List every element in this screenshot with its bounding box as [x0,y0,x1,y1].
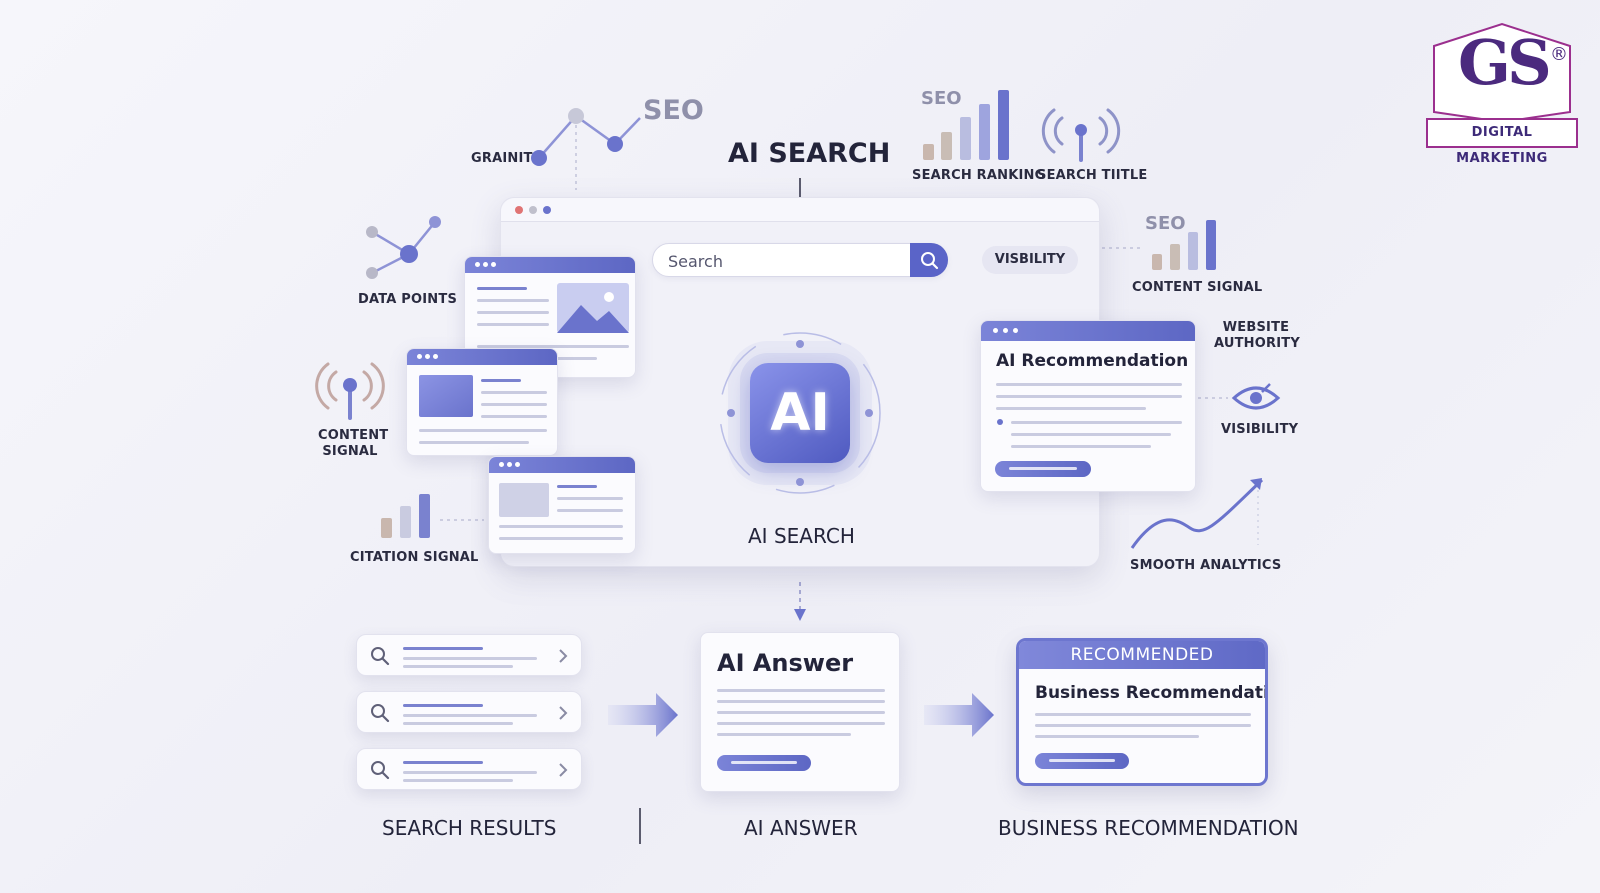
source-card-article [406,348,558,456]
business-recommendation-title: Business Recommendation [1035,683,1268,703]
ai-recommendation-title: AI Recommendation [996,351,1189,371]
seo-label-main: SEO [643,95,704,126]
chevron-right-icon [559,763,568,777]
search-ranking-label: SEARCH RANKING [912,168,1046,183]
smooth-analytics-label: SMOOTH ANALYTICS [1130,558,1282,573]
recommended-badge: RECOMMENDED [1019,641,1265,669]
content-signal-left-label: CONTENT SIGNAL [318,428,389,459]
seo-label-content: SEO [1145,213,1186,234]
search-result-item[interactable] [356,748,582,790]
visibility-right-label: VISIBILITY [1221,422,1299,437]
search-input[interactable]: Search [652,243,948,277]
search-button[interactable] [910,243,948,277]
logo-registered: ® [1550,44,1568,65]
article-thumbnail [419,375,473,417]
logo-tagline: DIGITAL MARKETING [1426,118,1578,166]
ai-chip-ring-icon [719,332,881,494]
search-ranking-bars-icon [923,90,1009,160]
search-result-item[interactable] [356,634,582,676]
business-recommendation-card: RECOMMENDED Business Recommendation [1016,638,1268,786]
gs-logo: GS ® DIGITAL MARKETING [1426,22,1578,166]
website-authority-label: WEBSITE AUTHORITY [1214,320,1300,351]
search-placeholder: Search [668,252,723,271]
ai-chip: AI [750,363,850,463]
citation-signal-label: CITATION SIGNAL [350,550,479,565]
data-points-graph-icon [366,216,441,279]
ai-search-caption: AI SEARCH [748,524,855,548]
search-icon [371,704,390,723]
logo-hexagon-icon [1433,22,1571,122]
image-thumbnail-icon [557,283,629,333]
search-icon [921,252,939,270]
search-icon [371,647,390,666]
ai-answer-action-button[interactable] [717,755,811,771]
browser-dot-red-icon [515,206,523,214]
browser-title-bar [501,198,1099,222]
search-title-antenna-icon [1041,108,1121,162]
chevron-right-icon [559,706,568,720]
page-title: AI SEARCH [728,138,891,169]
source-card-citation [488,456,636,554]
arrow-results-answer [608,693,678,737]
browser-dot-grey-icon [529,206,537,214]
ai-answer-caption: AI ANSWER [744,816,858,840]
search-title-label: SEARCH TIITLE [1037,168,1148,183]
search-results-caption: SEARCH RESULTS [382,816,557,840]
arrow-answer-business [924,693,994,737]
recommendation-action-button[interactable] [995,461,1091,477]
citation-signal-bars-icon [381,494,430,538]
grainit-label: GRAINIT [471,151,533,166]
business-action-button[interactable] [1035,753,1129,769]
bullet-icon [997,419,1003,425]
search-result-item[interactable] [356,691,582,733]
data-points-label: DATA POINTS [358,292,458,307]
smooth-analytics-trend-icon [1130,478,1264,549]
search-icon [371,761,390,780]
seo-label-ranking: SEO [921,88,962,109]
content-signal-right-label: CONTENT SIGNAL [1132,280,1263,295]
citation-thumbnail [499,483,549,517]
business-recommendation-caption: BUSINESS RECOMMENDATION [998,816,1299,840]
content-signal-antenna-icon [315,362,385,420]
visibility-eye-icon [1231,383,1281,410]
visibility-pill: VISBILITY [982,246,1078,274]
ai-answer-title: AI Answer [717,649,854,677]
grainit-graph-icon [531,108,641,166]
logo-mark: GS [1458,26,1552,99]
chevron-right-icon [559,649,568,663]
browser-dot-blue-icon [543,206,551,214]
ai-answer-card: AI Answer [700,632,900,792]
ai-recommendation-card: AI Recommendation [980,320,1196,492]
content-signal-bars-icon [1152,220,1216,270]
ai-chip-label: AI [770,383,830,443]
